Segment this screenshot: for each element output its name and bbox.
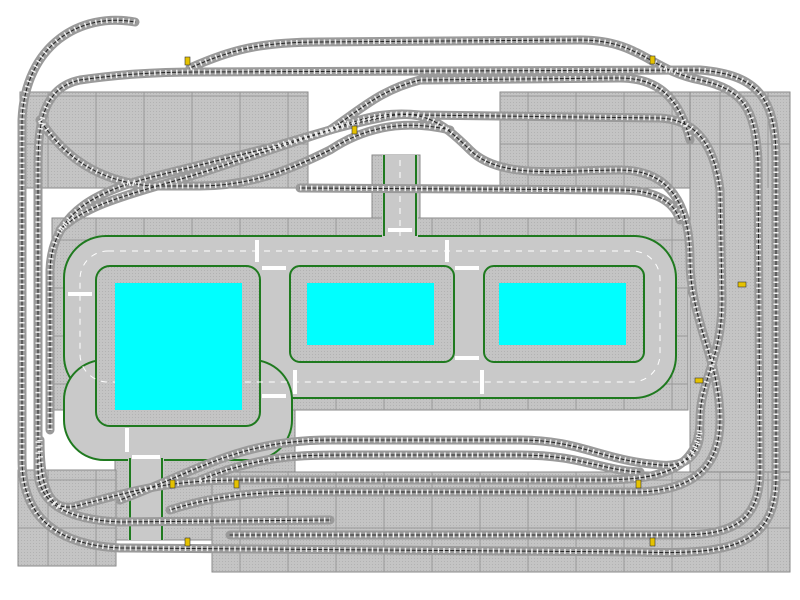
water-area-left <box>115 283 242 410</box>
signal-6 <box>169 479 176 489</box>
signal-9 <box>184 537 191 547</box>
crosswalk-4 <box>455 266 479 270</box>
signal-7 <box>233 479 240 489</box>
signal-10 <box>649 537 656 547</box>
train-tracks <box>17 20 781 552</box>
crosswalk-10 <box>68 292 92 296</box>
crosswalks <box>68 228 484 459</box>
water-area-center <box>307 283 434 345</box>
signal-1 <box>184 56 191 66</box>
track-siding-top <box>295 183 685 225</box>
track-signals <box>169 55 747 547</box>
crosswalk-5 <box>455 356 479 360</box>
water-area-right <box>499 283 626 345</box>
crosswalk-6 <box>480 370 484 394</box>
crosswalk-11 <box>132 455 160 459</box>
signal-5 <box>694 377 704 384</box>
road-center-line <box>79 250 661 383</box>
crosswalk-1 <box>255 240 259 262</box>
crosswalk-9 <box>262 266 286 270</box>
crosswalk-7 <box>293 370 297 394</box>
signal-8 <box>635 479 642 489</box>
crosswalk-3 <box>445 240 449 262</box>
signal-2 <box>649 55 656 65</box>
crosswalk-2 <box>388 228 412 232</box>
crosswalk-12 <box>125 428 129 452</box>
crosswalk-8 <box>262 394 286 398</box>
signal-3 <box>351 125 358 135</box>
road-network <box>63 155 677 540</box>
signal-4 <box>737 281 747 288</box>
